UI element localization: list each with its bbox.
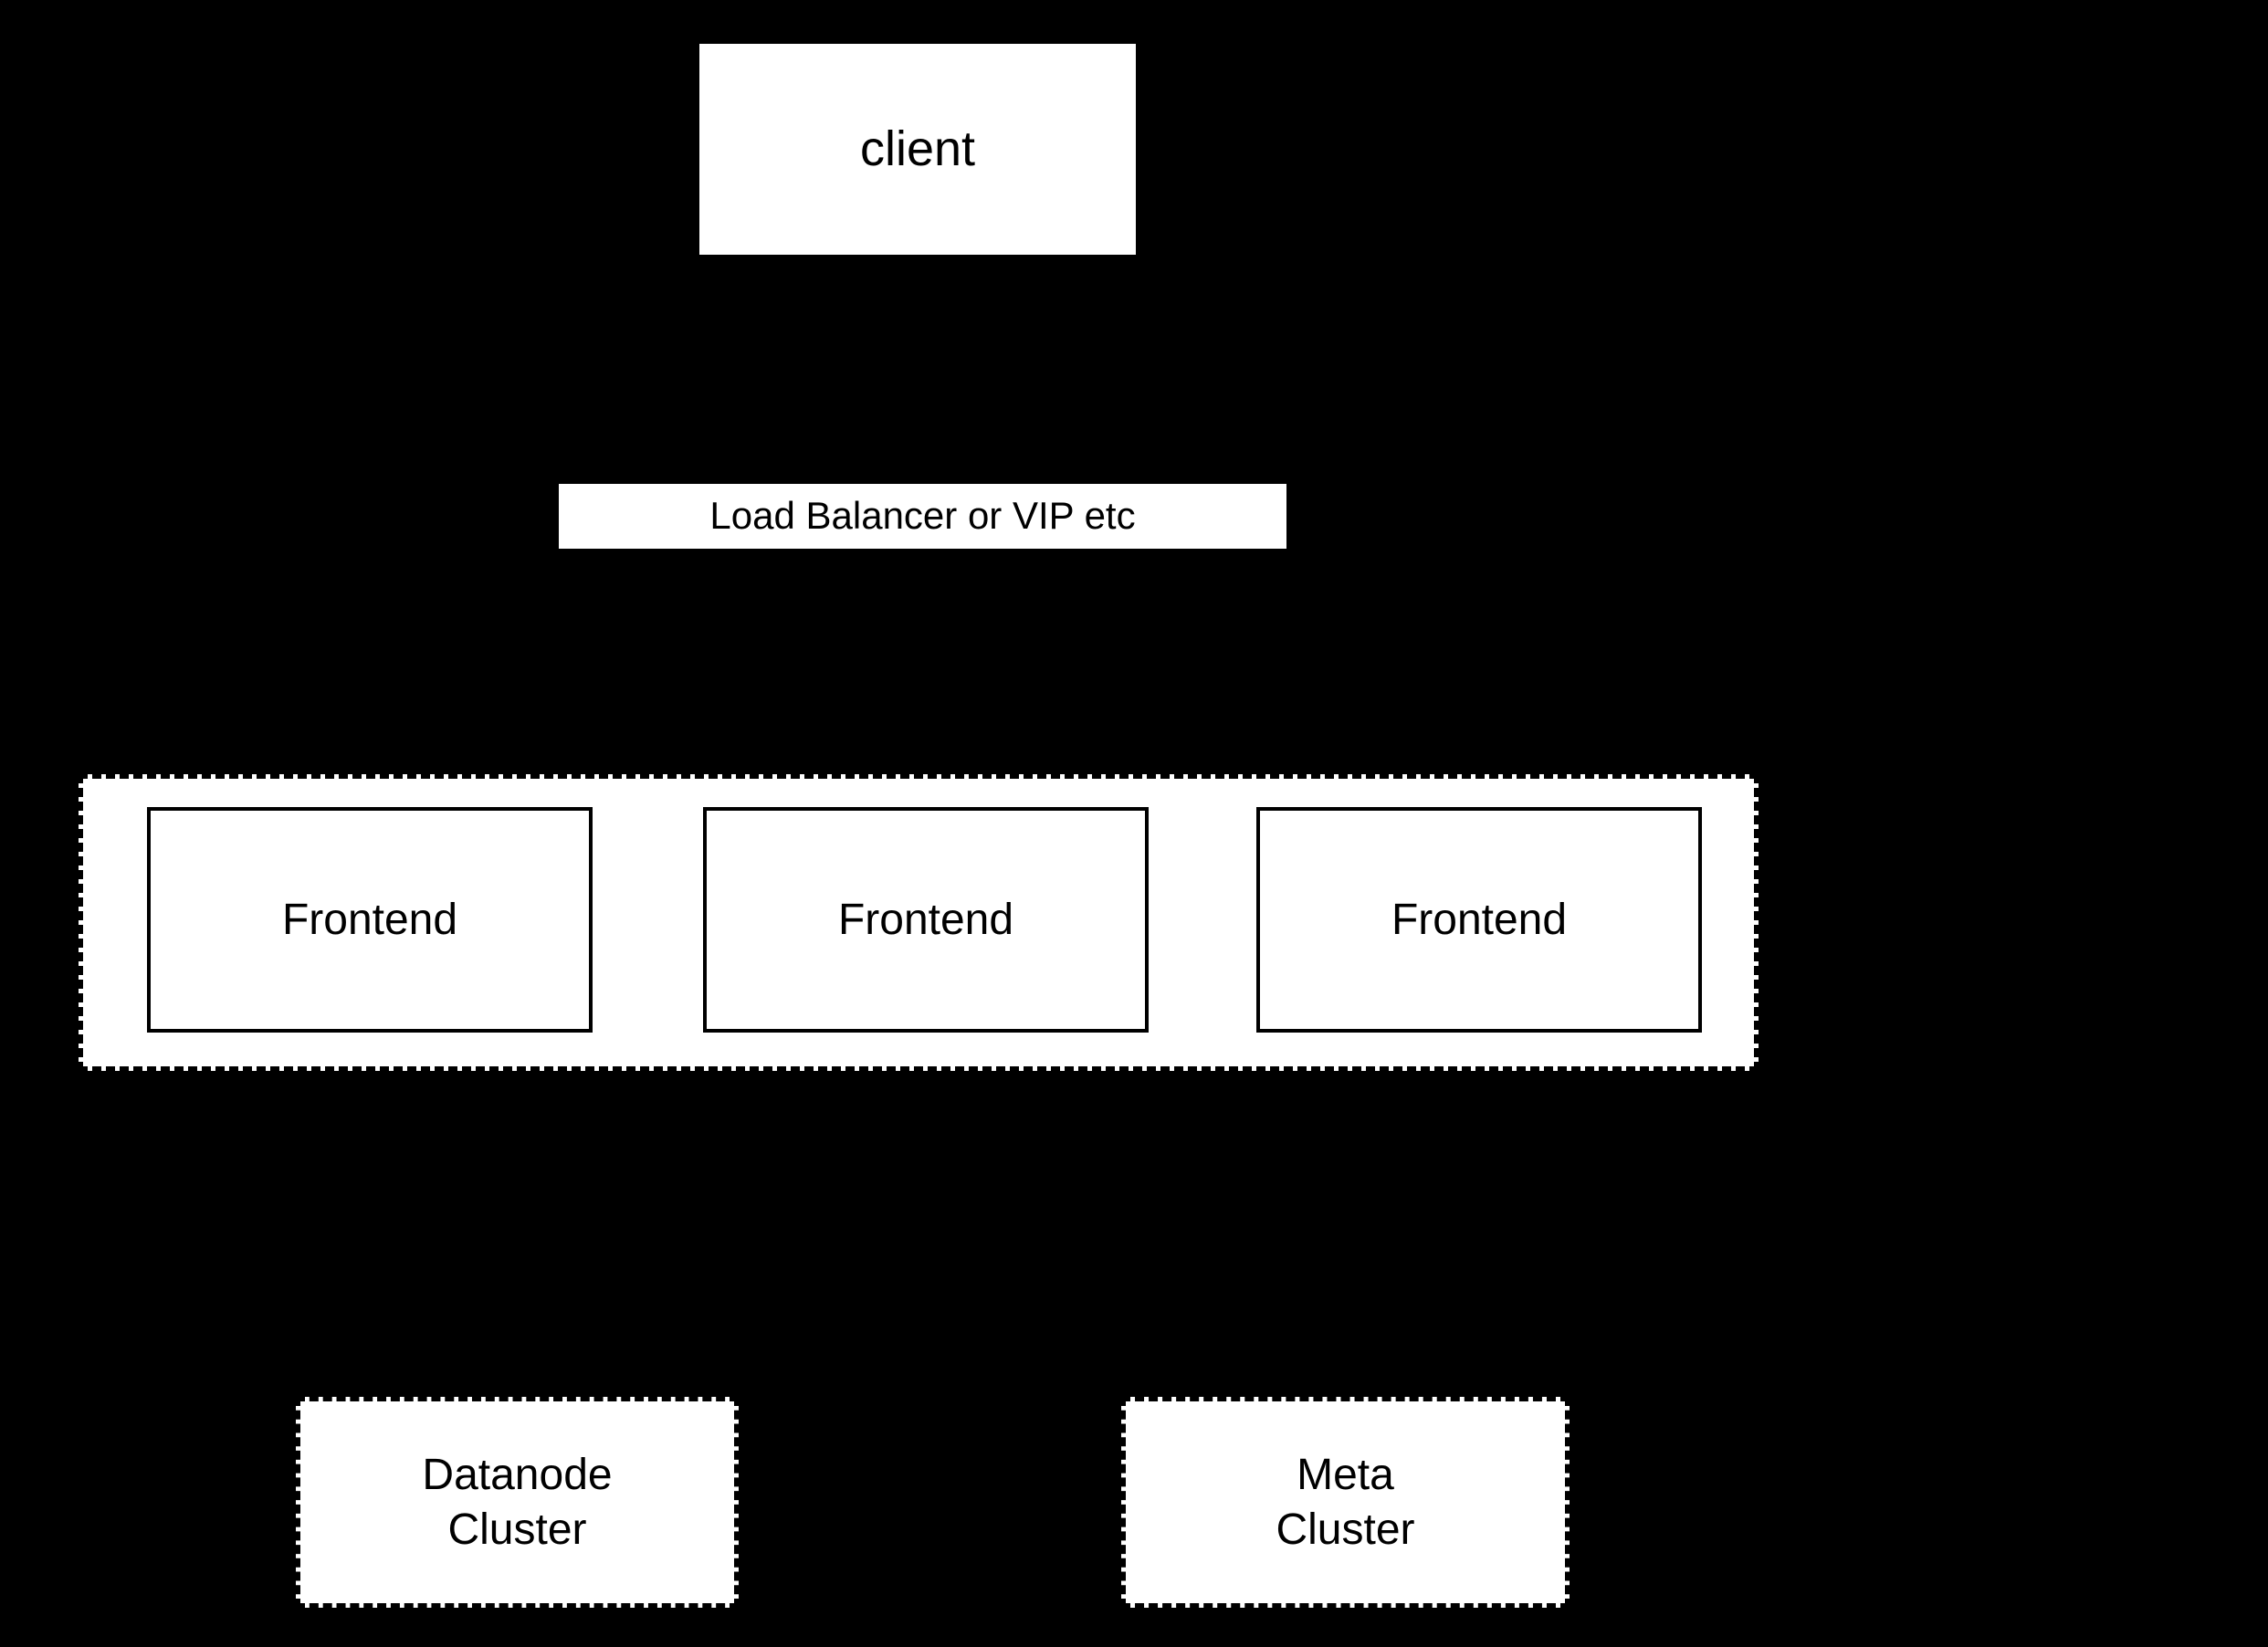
node-meta-cluster[interactable]: Meta Cluster [1121,1397,1570,1608]
node-datanode-cluster-label: Datanode Cluster [422,1450,613,1554]
node-frontend-3[interactable]: Frontend [1256,807,1702,1033]
node-load-balancer[interactable]: Load Balancer or VIP etc [559,484,1286,549]
node-datanode-cluster[interactable]: Datanode Cluster [296,1397,739,1608]
node-frontend-3-label: Frontend [1391,895,1568,944]
node-frontend-1[interactable]: Frontend [147,807,593,1033]
node-client-label: client [859,121,976,176]
node-frontend-1-label: Frontend [281,895,458,944]
node-meta-cluster-label: Meta Cluster [1276,1450,1415,1554]
node-load-balancer-label: Load Balancer or VIP etc [709,494,1136,538]
node-client[interactable]: client [699,44,1136,255]
node-frontend-2-label: Frontend [837,895,1014,944]
node-frontend-2[interactable]: Frontend [703,807,1149,1033]
